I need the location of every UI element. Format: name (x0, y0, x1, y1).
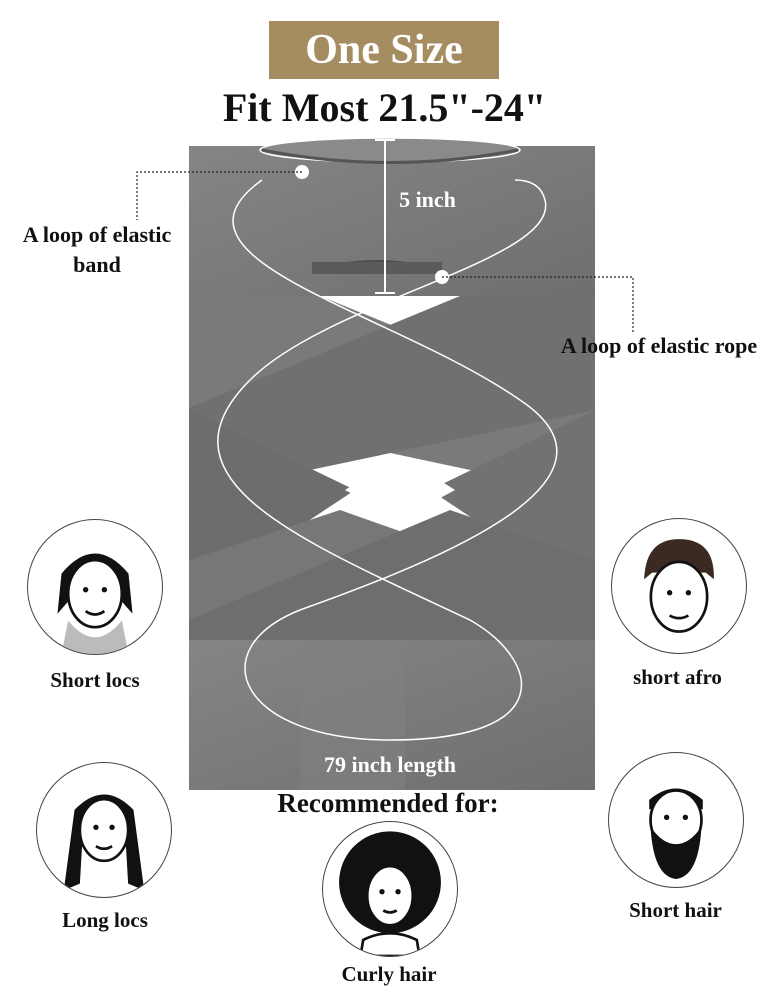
short-afro-label: short afro (633, 665, 722, 689)
elastic-ruffle (261, 148, 519, 164)
short-locs-label: Short locs (50, 668, 140, 692)
scarf-opening (345, 455, 455, 520)
recommended-title: Recommended for: (277, 788, 499, 818)
elastic-band-leader (136, 171, 302, 220)
length-label: 79 inch length (323, 752, 457, 777)
short-hair-face-icon (649, 788, 703, 879)
outline-loop (217, 179, 558, 741)
elastic-band-top (259, 137, 521, 163)
curly-hair-label: Curly hair (341, 962, 437, 986)
avatar-short-locs (27, 519, 163, 655)
short-locs-face-icon (57, 553, 133, 654)
height-label: 5 inch (399, 187, 456, 212)
avatar-long-locs (36, 762, 172, 898)
long-locs-label: Long locs (62, 908, 148, 932)
elastic-rope-band (312, 262, 442, 274)
elastic-band-label: A loop of elastic band (22, 222, 172, 277)
avatar-short-afro (611, 518, 747, 654)
one-size-text: One Size (305, 27, 463, 73)
short-hair-label: Short hair (629, 898, 722, 922)
avatar-short-hair (608, 752, 744, 888)
scarf-panel-upper-right (189, 296, 595, 470)
long-locs-face-icon (63, 794, 145, 891)
one-size-badge: One Size (269, 21, 499, 79)
scarf-bottom-fold (300, 640, 405, 790)
short-afro-face-icon (644, 539, 714, 633)
fit-size-title: Fit Most 21.5"-24" (222, 85, 547, 130)
avatar-curly-hair (322, 821, 458, 957)
curly-hair-face-icon (339, 831, 441, 956)
elastic-rope-label: A loop of elastic rope (560, 333, 758, 358)
